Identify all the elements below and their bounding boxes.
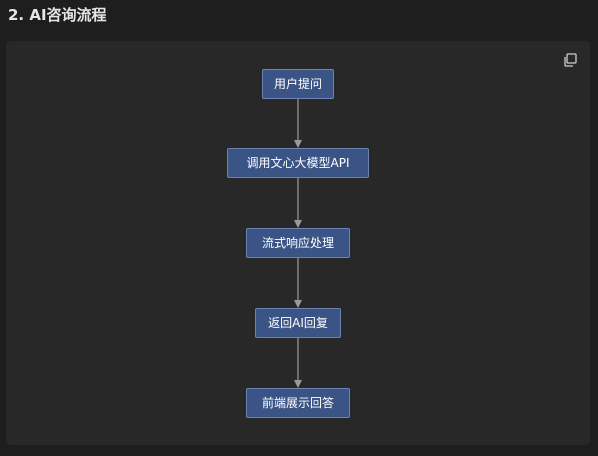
section-title: 2. AI咨询流程 — [8, 6, 107, 24]
flow-node-5: 前端展示回答 — [246, 388, 350, 418]
flow-node-1: 用户提问 — [262, 69, 334, 99]
diagram-panel: 用户提问调用文心大模型API 流式响应处理返回AI回复前端展示回答 — [6, 41, 590, 445]
flow-node-3: 流式响应处理 — [246, 228, 350, 258]
copy-icon — [564, 53, 577, 67]
flow-node-2: 调用文心大模型API — [227, 148, 369, 178]
flow-node-4: 返回AI回复 — [255, 308, 341, 338]
copy-button[interactable] — [562, 52, 578, 68]
flowchart-edges — [294, 99, 302, 388]
